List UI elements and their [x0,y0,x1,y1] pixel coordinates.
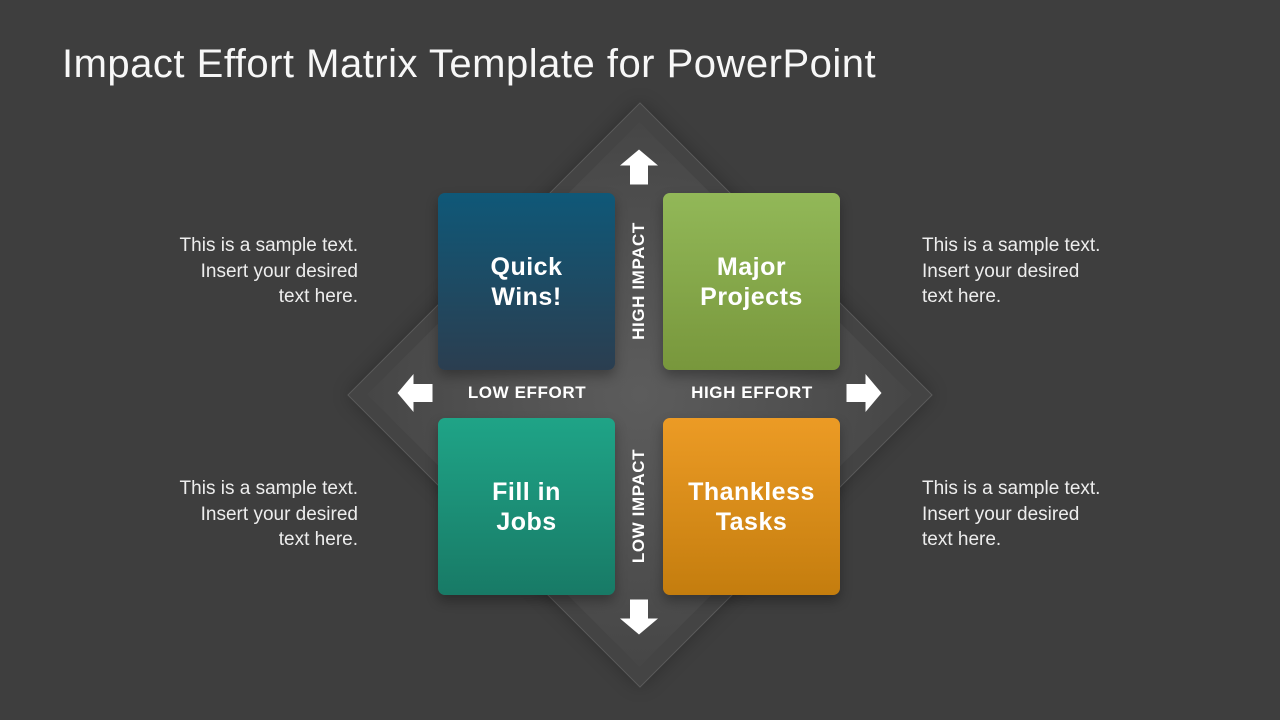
axis-label-high-impact: HIGH IMPACT [629,222,648,340]
annotation-line: Insert your desired [922,503,1080,525]
quadrant-label-line: Major [716,252,787,281]
annotation-line: This is a sample text. [922,478,1101,499]
quadrant-fill-in-jobs: Fill in Jobs [438,418,615,595]
left-arrow-icon [397,374,433,412]
annotation-line: text here. [278,529,358,550]
quadrant-label-line: Wins! [491,282,562,311]
annotation-line: text here. [278,286,358,307]
right-arrow-icon [846,374,882,412]
annotation-top-right: This is a sample text. Insert your desir… [922,233,1162,310]
quadrant-major-projects: Major Projects [663,193,840,370]
annotation-line: Insert your desired [200,503,358,525]
annotation-line: This is a sample text. [179,235,358,256]
quadrant-label-line: Quick [490,252,563,281]
quadrant-label-line: Thankless [688,477,815,506]
annotation-line: Insert your desired [922,260,1080,282]
up-arrow-icon [620,149,658,185]
axis-label-low-effort: LOW EFFORT [467,383,587,402]
annotation-line: text here. [922,529,1002,550]
axis-label-high-effort: HIGH EFFORT [691,383,813,402]
down-arrow-icon [620,599,658,635]
annotation-bottom-left: This is a sample text. Insert your desir… [118,476,358,553]
annotation-line: This is a sample text. [179,478,358,499]
quadrant-label-line: Fill in [492,477,561,506]
annotation-line: This is a sample text. [922,235,1101,256]
annotation-line: Insert your desired [200,260,358,282]
quadrant-label-line: Projects [700,282,803,311]
quadrant-thankless-tasks: Thankless Tasks [663,418,840,595]
annotation-line: text here. [922,286,1002,307]
axis-label-low-impact: LOW IMPACT [629,448,648,564]
slide-title: Impact Effort Matrix Template for PowerP… [62,42,877,86]
annotation-bottom-right: This is a sample text. Insert your desir… [922,476,1162,553]
quadrant-quick-wins: Quick Wins! [438,193,615,370]
quadrant-label-line: Jobs [496,507,557,536]
annotation-top-left: This is a sample text. Insert your desir… [118,233,358,310]
quadrant-label-line: Tasks [715,507,788,536]
